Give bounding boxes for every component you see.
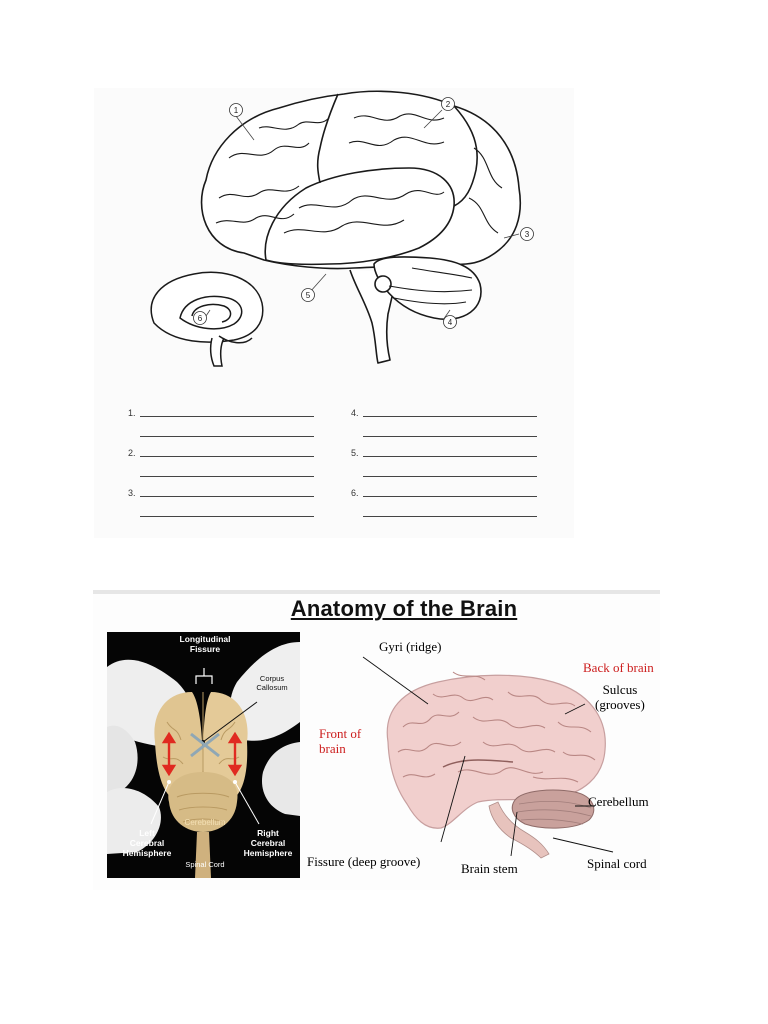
label-sulcus: Sulcus (grooves) [595, 682, 645, 712]
diagram-number-5: 5 [301, 288, 315, 302]
answer-line[interactable] [363, 476, 537, 477]
answer-line[interactable] [140, 516, 314, 517]
label-cerebellum: Cerebellum [588, 794, 649, 809]
answer-line[interactable] [140, 476, 314, 477]
anatomy-of-the-brain-panel: Anatomy of the Brain [93, 590, 660, 890]
divider-bar [93, 590, 660, 594]
svg-text:4: 4 [448, 318, 453, 327]
label-spinal-cord: Spinal cord [587, 856, 647, 871]
svg-text:3: 3 [525, 230, 530, 239]
brain-worksheet: 1 2 3 4 5 6 1. 2. 3. 4. 5. 6. [94, 88, 574, 538]
label-fissure: Fissure (deep groove) [307, 854, 421, 869]
answer-line[interactable] [363, 516, 537, 517]
label-spinal-cord-photo: Spinal Cord [185, 860, 225, 869]
label-corpus-callosum: Corpus Callosum [256, 674, 288, 692]
brain-illustration [362, 656, 614, 859]
diagram-number-3: 3 [520, 227, 534, 241]
svg-text:6: 6 [198, 314, 203, 323]
answer-line[interactable] [363, 456, 537, 457]
answer-line[interactable] [363, 416, 537, 417]
label-front-of-brain: Front of brain [319, 726, 362, 756]
diagram-number-4: 4 [443, 315, 457, 329]
svg-text:5: 5 [306, 291, 311, 300]
answer-line[interactable] [140, 456, 314, 457]
label-gyri: Gyri (ridge) [379, 639, 442, 654]
label-left-cerebral-hemisphere: Left Cerebral Hemisphere [122, 828, 172, 858]
answer-line[interactable] [140, 416, 314, 417]
diagram-number-2: 2 [441, 97, 455, 111]
brain-lateral-outline-diagram: 1 2 3 4 5 6 [150, 90, 534, 367]
labeled-brain-diagram: Gyri (ridge) Back of brain Sulcus (groov… [303, 632, 658, 882]
label-back-of-brain: Back of brain [583, 660, 654, 675]
svg-text:1: 1 [234, 106, 239, 115]
answer-line[interactable] [363, 436, 537, 437]
answer-line[interactable] [363, 496, 537, 497]
brain-dissection-photo: Longitudinal Fissure Corpus Callosum Cer… [107, 632, 300, 878]
anatomy-title: Anatomy of the Brain [290, 596, 518, 621]
svg-text:2: 2 [446, 100, 451, 109]
label-brain-stem: Brain stem [461, 861, 518, 876]
label-longitudinal-fissure: Longitudinal Fissure [179, 634, 231, 654]
label-cerebellum-photo: Cerebellum [184, 818, 226, 827]
answer-line[interactable] [140, 436, 314, 437]
diagram-number-6: 6 [193, 311, 207, 325]
diagram-number-1: 1 [229, 103, 243, 117]
dissection-illustration [107, 642, 300, 878]
answer-line[interactable] [140, 496, 314, 497]
label-right-cerebral-hemisphere: Right Cerebral Hemisphere [243, 828, 293, 858]
